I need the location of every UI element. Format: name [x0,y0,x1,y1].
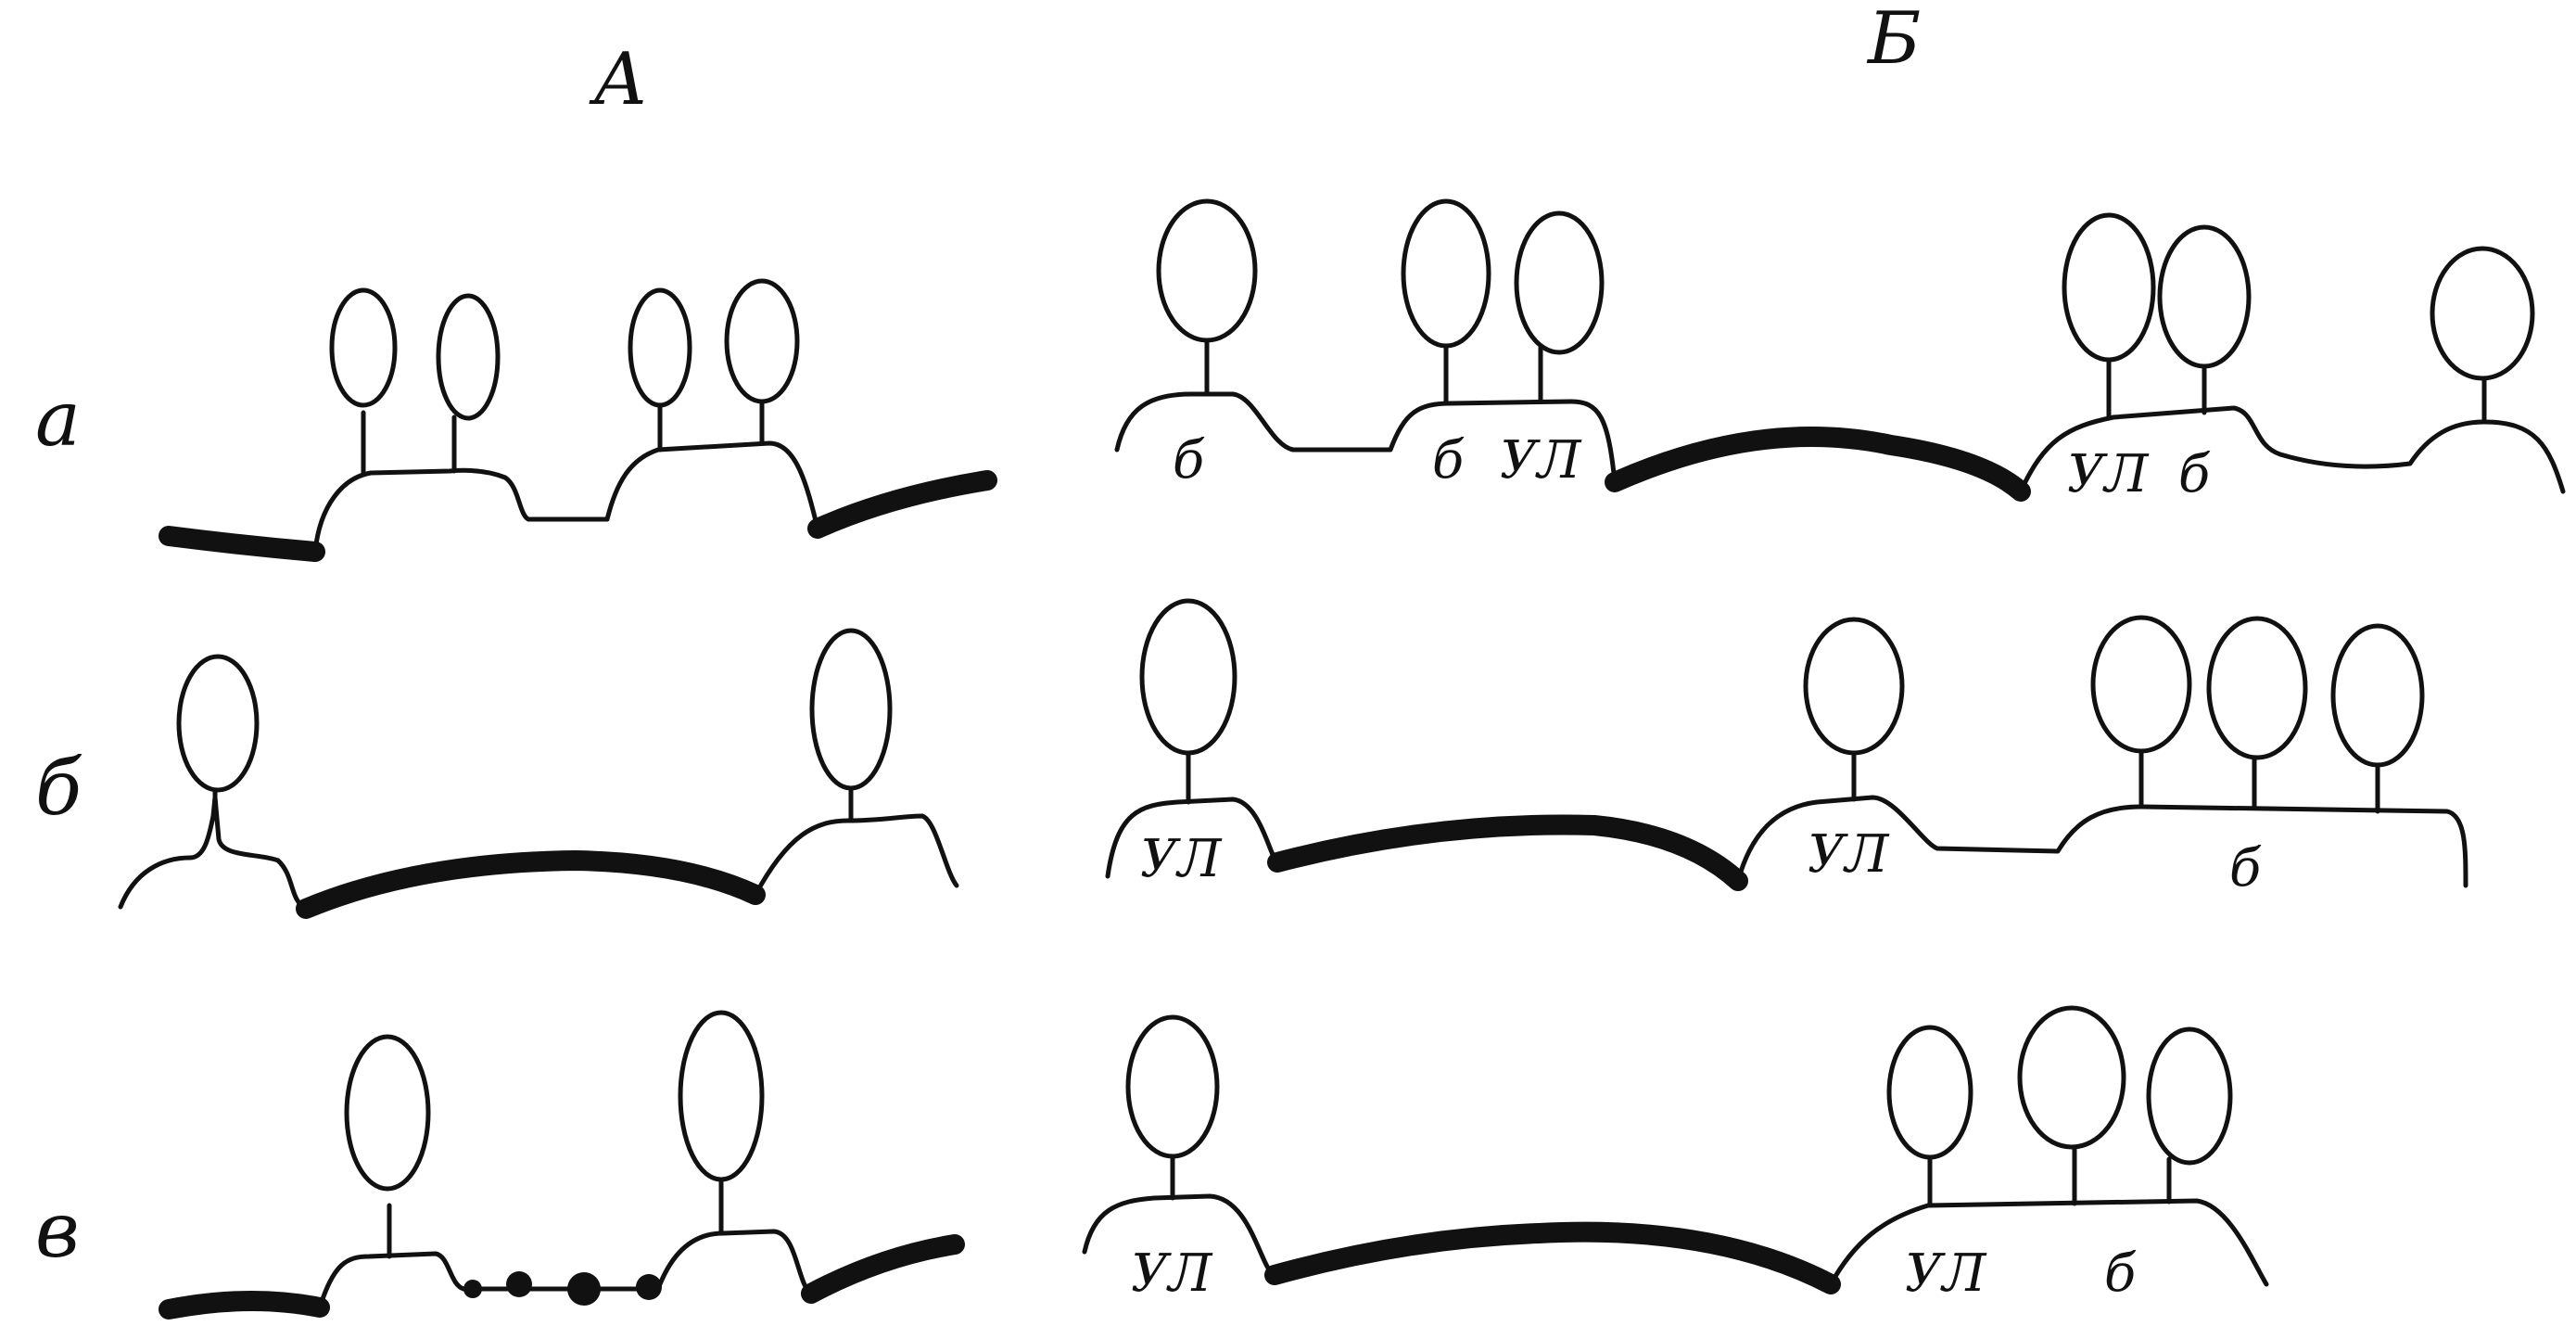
row-header-c: в [35,1187,80,1275]
outline-ridge [1082,1193,1277,1278]
segment-label: УЛ [1808,824,1889,885]
bulb-group [344,1010,765,1259]
column-header-a: А [589,38,648,121]
bulb-group [1125,1005,2233,1208]
thick-surface [1605,427,2031,502]
outline-right [753,813,959,898]
segment-label: б [2229,838,2262,899]
bulb-group [176,628,893,823]
segment-label: УЛ [2067,444,2149,504]
panel-b-row-b: УЛ УЛ б [1105,598,2468,899]
segment-label: б [2104,1243,2137,1304]
bulb-group [329,278,800,476]
row-header-b: б [35,745,82,833]
column-header-b: Б [1866,0,1921,81]
thick-surface [296,850,766,919]
thick-surface [801,1234,965,1304]
segment-label: УЛ [1131,1243,1212,1304]
segment-label: б [1432,430,1465,491]
panel-a-row-c [159,1010,965,1320]
panel-a-row-b [118,628,959,919]
segment-label: УЛ [1905,1243,1986,1304]
thick-surface [807,470,997,539]
row-header-a: а [35,376,81,464]
panel-a-row-a [159,278,997,562]
segment-label: УЛ [1500,430,1581,491]
bulb-group [1156,198,2535,425]
outline-ridge [1114,391,1618,485]
segment-label: б [2178,444,2211,504]
outline-ridge [312,440,820,555]
panel-b-row-c: УЛ УЛ б [1082,1005,2269,1304]
thick-surface [159,1290,330,1320]
outline-ridge [317,1229,814,1310]
thick-surface [1264,1221,1841,1294]
outline-ridge [1105,797,1280,879]
thick-surface [1267,814,1748,891]
outline-left [118,795,309,912]
outline-ridge [1735,795,2468,888]
thick-surface [159,526,325,562]
segment-label: УЛ [1140,829,1222,889]
bulb-group [1139,598,2425,814]
granule-row [463,1271,662,1306]
panel-b-row-a: б б УЛ УЛ б [1114,198,2566,504]
outline-ridge [2018,405,2566,494]
outline-ridge [1828,1198,2269,1287]
segment-label: б [1173,430,1205,491]
